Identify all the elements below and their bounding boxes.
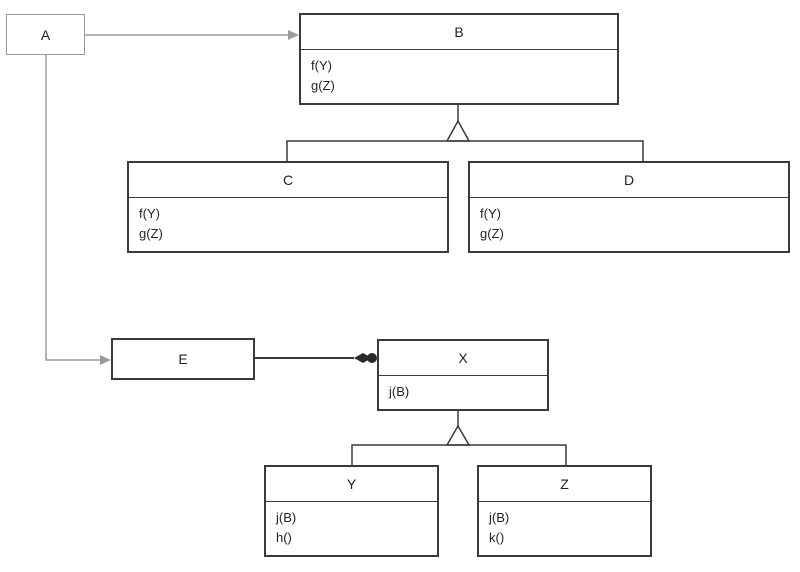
edge-inherit-y-to-x (351, 444, 567, 465)
class-box-z[interactable]: Z j(B) k() (477, 465, 652, 557)
method: h() (276, 530, 292, 545)
class-name-c: C (282, 172, 294, 188)
class-box-y[interactable]: Y j(B) h() (264, 465, 439, 557)
class-methods-z: j(B) k() (479, 502, 650, 548)
method: f(Y) (139, 206, 160, 221)
class-methods-b: f(Y) g(Z) (301, 50, 617, 96)
class-name-z: Z (560, 476, 569, 492)
method: g(Z) (311, 78, 335, 93)
arrowhead-a-to-b (288, 30, 299, 40)
inheritance-triangle-x (445, 424, 471, 446)
edge-inherit-c-to-b (286, 140, 644, 161)
class-methods-d: f(Y) g(Z) (470, 198, 788, 244)
class-header-y: Y (266, 467, 437, 502)
method: f(Y) (311, 58, 332, 73)
class-box-d[interactable]: D f(Y) g(Z) (468, 161, 790, 253)
composition-dot (367, 353, 377, 363)
inheritance-triangle-b (445, 119, 471, 142)
class-name-y: Y (346, 476, 357, 492)
class-header-d: D (470, 163, 788, 198)
class-header-x: X (379, 341, 547, 376)
class-methods-x: j(B) (379, 376, 547, 402)
arrowhead-a-to-e (100, 355, 111, 365)
method: f(Y) (480, 206, 501, 221)
method: g(Z) (139, 226, 163, 241)
class-methods-c: f(Y) g(Z) (129, 198, 447, 244)
composition-diamond (354, 353, 372, 363)
method: j(B) (489, 510, 510, 525)
class-header-b: B (301, 15, 617, 50)
class-header-z: Z (479, 467, 650, 502)
class-header-c: C (129, 163, 447, 198)
class-box-c[interactable]: C f(Y) g(Z) (127, 161, 449, 253)
class-name-x: X (458, 350, 468, 366)
class-name-e: E (178, 351, 188, 367)
class-name-b: B (454, 24, 464, 40)
method: k() (489, 530, 505, 545)
method: g(Z) (480, 226, 504, 241)
class-box-a[interactable]: A (6, 14, 85, 55)
class-box-x[interactable]: X j(B) (377, 339, 549, 411)
method: j(B) (276, 510, 297, 525)
edge-a-to-e (45, 55, 100, 361)
class-name-d: D (623, 172, 635, 188)
class-box-e[interactable]: E (111, 338, 255, 380)
class-methods-y: j(B) h() (266, 502, 437, 548)
method: j(B) (389, 384, 410, 399)
class-name-a: A (40, 26, 51, 43)
class-box-b[interactable]: B f(Y) g(Z) (299, 13, 619, 105)
